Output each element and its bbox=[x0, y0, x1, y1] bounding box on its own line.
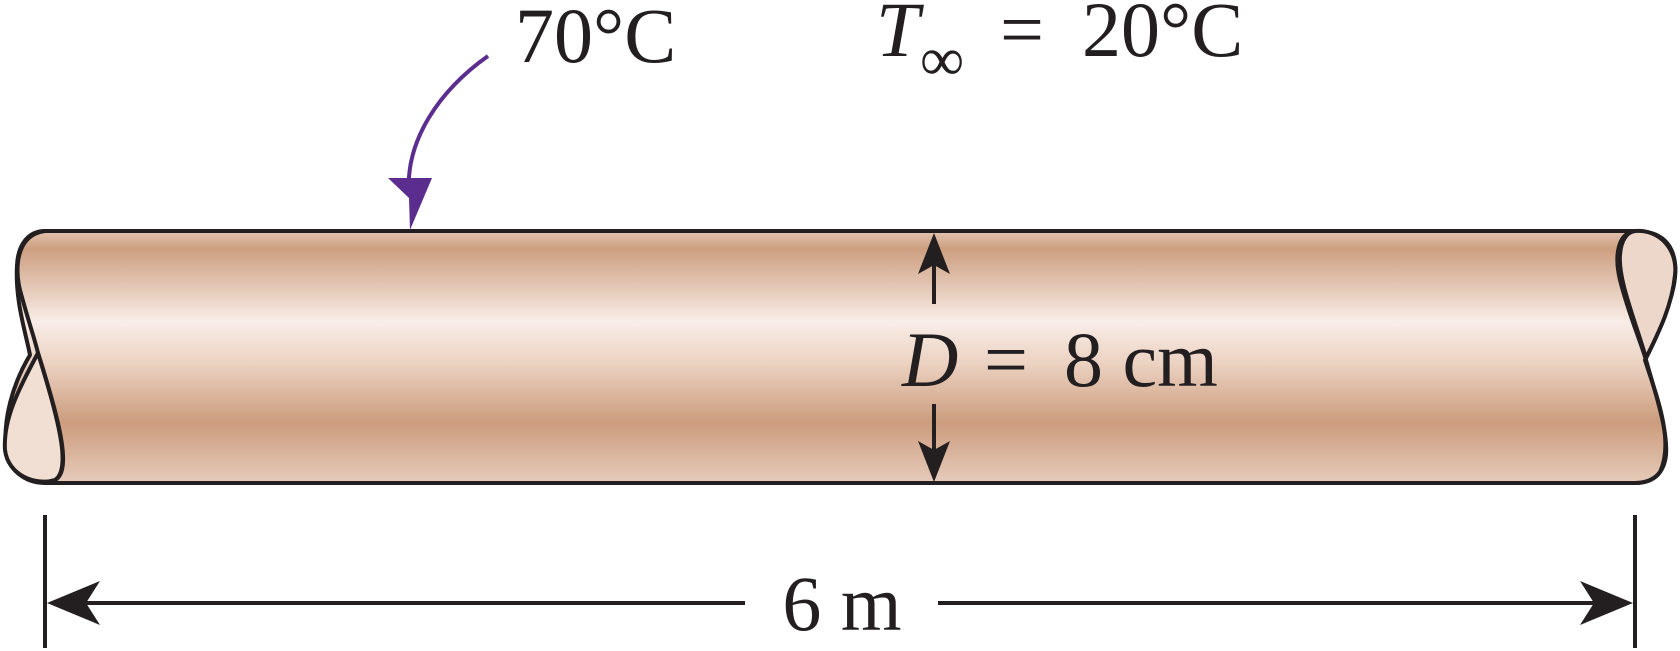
surface-pointer-arrow bbox=[388, 54, 490, 230]
length-dimension bbox=[43, 515, 1637, 648]
ambient-temperature-label: T ∞ = 20°C bbox=[876, 0, 1243, 94]
ambient-value: 20°C bbox=[1082, 0, 1243, 73]
diameter-symbol: D bbox=[901, 316, 958, 403]
diameter-arrows bbox=[918, 233, 950, 482]
ambient-subscript: ∞ bbox=[920, 26, 964, 94]
pipe-left-seam bbox=[15, 229, 66, 485]
diameter-equals: = bbox=[984, 316, 1028, 403]
length-left-arrowhead bbox=[47, 581, 100, 625]
length-label: 6 m bbox=[782, 560, 901, 647]
diameter-label: D = 8 cm bbox=[901, 316, 1218, 403]
pipe-body bbox=[3, 229, 1678, 485]
length-right-arrowhead bbox=[1580, 581, 1633, 625]
surface-temperature-label: 70°C bbox=[515, 0, 676, 79]
diameter-value: 8 cm bbox=[1064, 316, 1218, 403]
pipe-right-seam bbox=[1615, 229, 1669, 485]
pipe bbox=[2, 228, 1678, 485]
ambient-equals: = bbox=[1000, 0, 1044, 73]
ambient-symbol: T bbox=[876, 0, 924, 73]
